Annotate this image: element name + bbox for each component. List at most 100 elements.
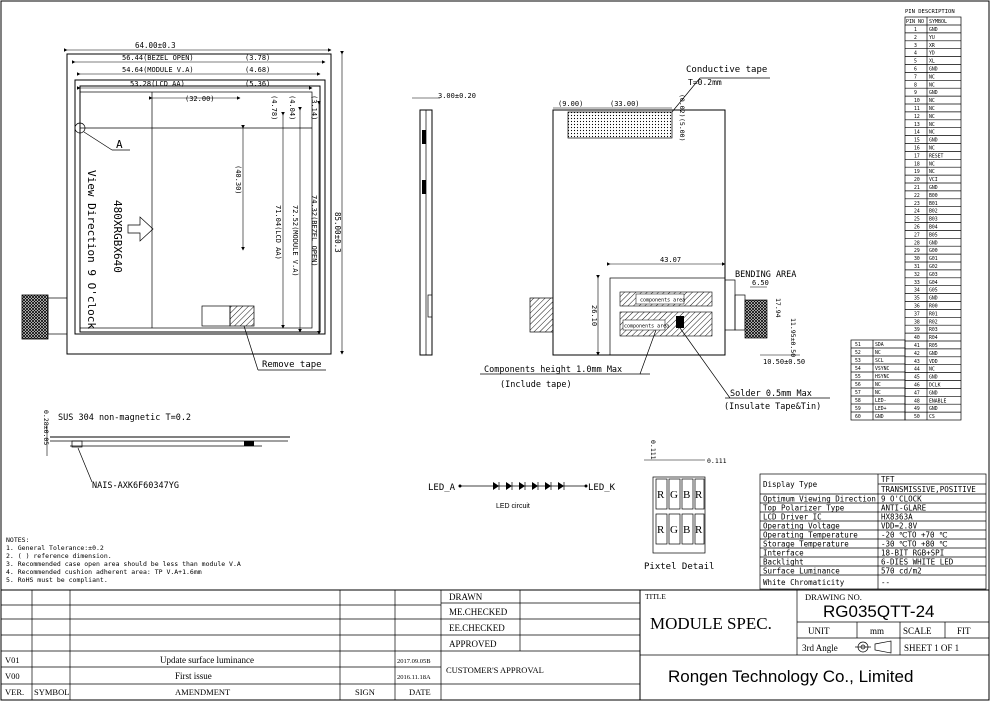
note-4: 4. Recommended cushion adherent area: TP… (6, 568, 202, 576)
pin-no: 14 (914, 130, 920, 136)
pin-symbol: NC (929, 106, 935, 112)
head-ver: VER. (5, 687, 24, 697)
pixel-detail-label: Pixtel Detail (644, 562, 714, 572)
note-2: 2. ( ) reference dimension. (6, 552, 112, 560)
pin-no: 38 (914, 319, 920, 325)
dim-1050: 10.50±0.50 (763, 358, 805, 366)
pin-no: 60 (855, 414, 861, 420)
pin-symbol: GND (929, 351, 938, 357)
led-diode-icon (506, 482, 512, 490)
pin-no: 10 (914, 98, 920, 104)
pixel-r: R (657, 524, 665, 536)
pin-symbol: G03 (929, 272, 938, 278)
pin-symbol: R04 (929, 335, 938, 341)
dim-7252: 72.52(MODULE V.A) (291, 205, 299, 277)
scale-value: FIT (957, 626, 971, 636)
head-date: DATE (409, 687, 431, 697)
pin-no: 13 (914, 122, 920, 128)
pin-no: 49 (914, 406, 920, 412)
view-arrow-icon (127, 216, 154, 242)
company-name: Rongen Technology Co., Limited (668, 667, 913, 686)
rev-amendment-1: First issue (175, 671, 212, 681)
dim-pixel-v: 0.111 (649, 440, 657, 460)
pin-no: 5 (914, 59, 917, 65)
pin-no: 24 (914, 209, 920, 215)
remove-tape-label: Remove tape (262, 360, 322, 370)
spec-value: TRANSMISSIVE,POSITIVE (881, 485, 976, 494)
pin-no: 2 (914, 35, 917, 41)
tape-box (201, 305, 231, 327)
pin-symbol: G04 (929, 280, 938, 286)
pin-symbol: VSYNC (875, 366, 890, 372)
conductive-tape-label: Conductive tape (686, 65, 767, 75)
pin-symbol: G02 (929, 264, 938, 270)
pin-no: 15 (914, 138, 920, 144)
dim-500: (5.00) (678, 118, 686, 141)
dim-module-va: 54.64(MODULE V.A) (122, 66, 194, 74)
spec-value: -30 ℃TO +80 ℃ (881, 540, 948, 549)
dim-bezel-open: 56.44(BEZEL OPEN) (122, 54, 194, 62)
pin-symbol: B03 (929, 217, 938, 223)
spec-value: VDD=2.8V (881, 522, 918, 531)
pin-symbol: NC (929, 146, 935, 152)
pin-symbol: LED- (875, 398, 887, 404)
conductive-tape-area (567, 111, 673, 139)
pin-symbol: VDD (929, 359, 938, 365)
pin-symbol: NC (875, 350, 881, 356)
spec-label: Optimum Viewing Direction (763, 495, 876, 504)
projection-label: 3rd Angle (802, 643, 838, 653)
pin-no: 55 (855, 374, 861, 380)
dim-002: (0.02) (678, 94, 686, 117)
include-tape-label: (Include tape) (500, 380, 572, 390)
sus-label: SUS 304 non-magnetic T=0.2 (58, 413, 191, 423)
pin-symbol: XR (929, 43, 935, 49)
pin-symbol: NC (929, 74, 935, 80)
pixel-g: G (670, 489, 678, 501)
pin-symbol: GND (929, 390, 938, 396)
pin-no: 30 (914, 256, 920, 262)
pin-no: 44 (914, 367, 920, 373)
spec-value: 9 O'CLOCK (881, 495, 922, 504)
pin-no: 37 (914, 311, 920, 317)
pin-no: 3 (914, 43, 917, 49)
unit-label: UNIT (808, 626, 830, 636)
pin-no: 9 (914, 90, 917, 96)
spec-value: HX8363A (881, 513, 913, 522)
title-value: MODULE SPEC. (650, 614, 772, 633)
approved-label: APPROVED (449, 639, 497, 649)
pin-no: 39 (914, 327, 920, 333)
dim-4307: 43.07 (660, 256, 681, 264)
spec-label: Backlight (763, 558, 804, 567)
title-block: DRAWN ME.CHECKED EE.CHECKED APPROVED CUS… (1, 589, 989, 700)
note-1: 1. General Tolerance:±0.2 (6, 544, 104, 552)
pin-no: 36 (914, 304, 920, 310)
title-label: TITLE (645, 592, 666, 601)
pin-symbol: YD (929, 51, 935, 57)
outline-module (66, 53, 332, 355)
dim-width-64: 64.00±0.3 (135, 41, 176, 50)
pin-symbol: GND (929, 67, 938, 73)
pin-no: 19 (914, 169, 920, 175)
spec-value: 6-DIES WHITE LED (881, 558, 954, 567)
pin-symbol: HSYNC (875, 374, 890, 380)
led-a-label: LED_A (428, 483, 456, 493)
steel-view: 0.28±0.05 SUS 304 non-magnetic T=0.2 NAI… (42, 410, 290, 491)
spec-label: Operating Temperature (763, 531, 858, 540)
pin-no: 4 (914, 51, 917, 57)
pin-symbol: SCL (875, 358, 884, 364)
dim-3300: (33.00) (610, 100, 640, 108)
pin-symbol: B01 (929, 201, 938, 207)
scale-label: SCALE (903, 626, 932, 636)
pin-symbol: B05 (929, 232, 938, 238)
pin-symbol: R03 (929, 327, 938, 333)
rev-ver-1: V00 (5, 671, 20, 681)
spec-table: Display TypeTFTTRANSMISSIVE,POSITIVEOpti… (759, 473, 987, 590)
pin-no: 25 (914, 217, 920, 223)
pin-symbol: NC (929, 82, 935, 88)
pin-symbol: B02 (929, 209, 938, 215)
pixel-b: B (683, 524, 690, 536)
pin-symbol: B04 (929, 225, 938, 231)
notes: NOTES: 1. General Tolerance:±0.2 2. ( ) … (6, 536, 241, 584)
